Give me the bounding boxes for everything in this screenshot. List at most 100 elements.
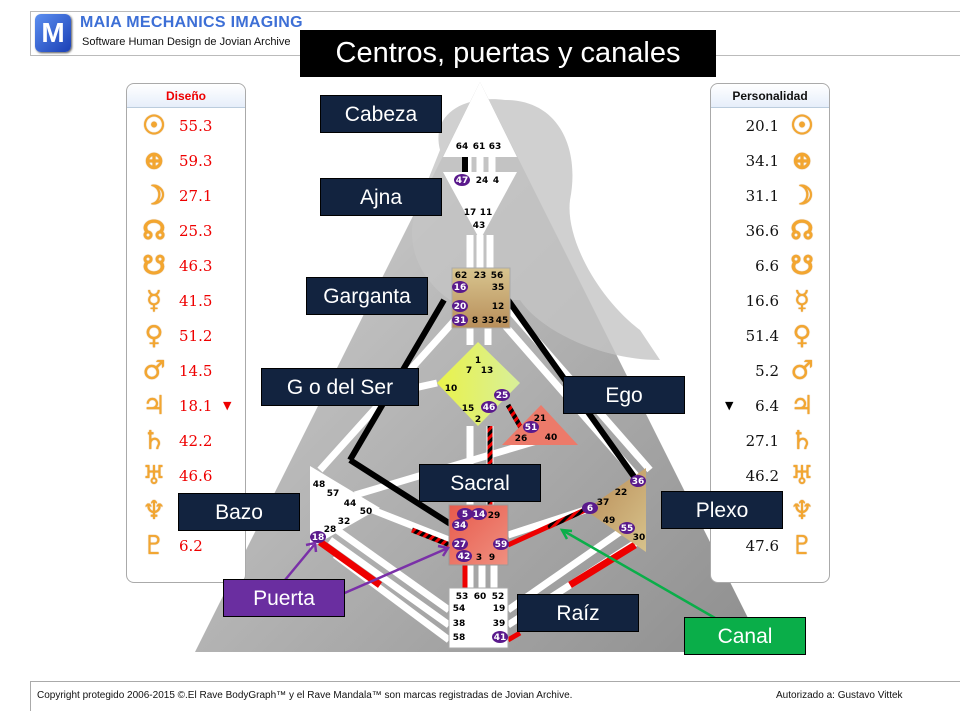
gate-g[interactable]: 15: [462, 404, 475, 414]
gate-throat[interactable]: 35: [492, 283, 505, 293]
gate-plexus[interactable]: 30: [633, 533, 646, 543]
gate-line-value: 16.6: [745, 292, 779, 310]
gate-sacral[interactable]: 29: [488, 511, 501, 521]
gate-root[interactable]: 41: [494, 633, 507, 643]
gate-ajna[interactable]: 4: [493, 176, 499, 186]
uranus-icon: ♅: [790, 461, 814, 491]
gate-spleen[interactable]: 18: [312, 533, 325, 543]
planet-row: ♆: [711, 496, 829, 526]
gate-spleen[interactable]: 50: [360, 507, 373, 517]
defined-gate-badge: [582, 502, 598, 514]
gate-line-value: 6.4: [755, 397, 779, 415]
planet-row: ⊕34.1: [711, 146, 829, 176]
gate-ajna[interactable]: 43: [473, 221, 486, 231]
gate-root[interactable]: 52: [492, 592, 505, 602]
gate-line-value: 51.2: [179, 327, 213, 345]
gate-head[interactable]: 61: [473, 142, 486, 152]
neptune-icon: ♆: [142, 496, 166, 526]
gate-plexus[interactable]: 22: [615, 488, 628, 498]
venus-icon: ♀: [144, 321, 164, 351]
gate-throat[interactable]: 16: [454, 283, 467, 293]
defined-gate-badge: [619, 522, 635, 534]
gate-throat[interactable]: 56: [491, 271, 504, 281]
center-ajna[interactable]: [443, 172, 517, 240]
defined-gate-badge: [456, 550, 472, 562]
planet-row: ♄27.1: [711, 426, 829, 456]
gate-spleen[interactable]: 32: [338, 517, 351, 527]
center-spleen[interactable]: [310, 466, 380, 548]
gate-head[interactable]: 63: [489, 142, 502, 152]
gate-g[interactable]: 1: [475, 356, 481, 366]
gate-plexus[interactable]: 49: [603, 516, 616, 526]
gate-g[interactable]: 10: [445, 384, 458, 394]
gate-root[interactable]: 53: [456, 592, 469, 602]
gate-throat[interactable]: 8: [472, 316, 478, 326]
earth-icon: ⊕: [791, 146, 813, 176]
gate-sacral[interactable]: 27: [454, 540, 467, 550]
gate-root[interactable]: 54: [453, 604, 466, 614]
gate-head[interactable]: 64: [456, 142, 469, 152]
gate-ego[interactable]: 51: [525, 423, 538, 433]
label-head: Cabeza: [320, 95, 442, 133]
retrograde-marker: ▼: [725, 399, 734, 412]
gate-line-value: 5.2: [755, 362, 779, 380]
gate-sacral[interactable]: 3: [476, 553, 482, 563]
app-logo: M: [35, 14, 71, 52]
gate-plexus[interactable]: 55: [621, 524, 634, 534]
gate-throat[interactable]: 20: [454, 302, 467, 312]
gate-throat[interactable]: 62: [455, 271, 468, 281]
gate-ego[interactable]: 21: [534, 414, 547, 424]
gate-ajna[interactable]: 11: [480, 208, 493, 218]
gate-root[interactable]: 19: [493, 604, 506, 614]
gate-ego[interactable]: 40: [545, 433, 558, 443]
gate-sacral[interactable]: 9: [489, 553, 495, 563]
gate-sacral[interactable]: 34: [454, 521, 467, 531]
brand-name: MAIA MECHANICS IMAGING: [80, 14, 303, 31]
gate-ajna[interactable]: 24: [476, 176, 489, 186]
gate-sacral[interactable]: 14: [473, 510, 486, 520]
gate-plexus[interactable]: 36: [632, 477, 645, 487]
gate-ajna[interactable]: 17: [464, 208, 477, 218]
gate-throat[interactable]: 12: [492, 302, 505, 312]
gate-throat[interactable]: 33: [482, 316, 495, 326]
gate-sacral[interactable]: 59: [495, 540, 508, 550]
gate-throat[interactable]: 45: [496, 316, 509, 326]
defined-gate-badge: [452, 519, 468, 531]
planet-row: ♃18.1▼: [127, 391, 245, 421]
gate-g[interactable]: 46: [483, 403, 496, 413]
gate-line-value: 6.2: [179, 537, 203, 555]
gate-throat[interactable]: 31: [454, 316, 467, 326]
gate-spleen[interactable]: 44: [344, 499, 357, 509]
gate-ajna[interactable]: 47: [456, 176, 469, 186]
gate-spleen[interactable]: 28: [324, 525, 337, 535]
moon-icon: ☽: [142, 181, 166, 211]
gate-sacral[interactable]: 5: [462, 510, 468, 520]
label-root: Raíz: [517, 594, 639, 632]
gate-spleen[interactable]: 48: [313, 480, 326, 490]
gate-line-value: 41.5: [179, 292, 213, 310]
gate-root[interactable]: 39: [493, 619, 506, 629]
gate-spleen[interactable]: 57: [327, 489, 340, 499]
defined-gate-badge: [630, 475, 646, 487]
gate-sacral[interactable]: 42: [458, 552, 471, 562]
gate-line-value: 51.4: [745, 327, 779, 345]
sun-icon: ☉: [142, 111, 166, 141]
gate-g[interactable]: 25: [496, 391, 509, 401]
south-node-icon: ☋: [142, 251, 166, 281]
center-head[interactable]: [443, 82, 517, 157]
gate-g[interactable]: 2: [475, 415, 481, 425]
center-ego[interactable]: [502, 405, 578, 445]
gate-plexus[interactable]: 37: [597, 498, 610, 508]
gate-ego[interactable]: 26: [515, 434, 528, 444]
planet-row: ☿16.6: [711, 286, 829, 316]
gate-root[interactable]: 38: [453, 619, 466, 629]
gate-g[interactable]: 13: [481, 366, 494, 376]
gate-root[interactable]: 60: [474, 592, 487, 602]
gate-throat[interactable]: 23: [474, 271, 487, 281]
gate-plexus[interactable]: 6: [587, 504, 593, 514]
planet-row: ♂14.5: [127, 356, 245, 386]
center-g[interactable]: [437, 342, 520, 426]
planet-row: ♇6.2: [127, 531, 245, 561]
gate-g[interactable]: 7: [466, 366, 472, 376]
gate-root[interactable]: 58: [453, 633, 466, 643]
